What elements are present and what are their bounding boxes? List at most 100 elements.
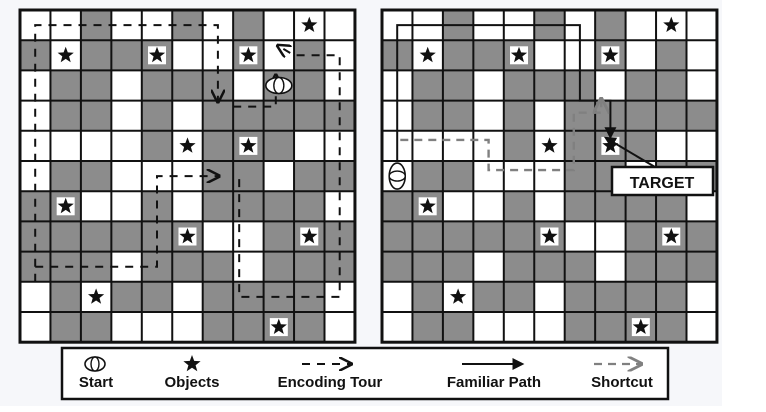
target-callout: TARGET: [603, 136, 715, 197]
target-pointer: [603, 136, 656, 168]
grey-cell: [412, 251, 443, 282]
grey-cell: [503, 191, 535, 222]
grey-cell: [294, 251, 325, 282]
grey-cell: [294, 312, 325, 343]
grey-cell: [564, 130, 596, 161]
grey-cell: [382, 251, 413, 282]
grey-cell: [564, 100, 596, 131]
grey-cell: [294, 100, 325, 131]
legend-start-label: Start: [79, 374, 113, 391]
grey-cell: [534, 251, 565, 282]
familiar-path: [396, 24, 617, 161]
grey-cell: [202, 130, 234, 161]
object-star-icon: [450, 288, 467, 304]
encoding-tour-segment: [34, 24, 218, 282]
legend-familiar-path: Familiar Path: [447, 358, 541, 391]
legend-shortcut-label: Shortcut: [591, 374, 653, 391]
grey-cell: [412, 100, 443, 131]
objects: [418, 16, 681, 337]
object-star-icon: [541, 228, 558, 244]
start-icon: [265, 76, 293, 95]
grey-cell: [595, 281, 626, 312]
grey-cell: [80, 221, 112, 252]
grey-cell: [442, 100, 474, 131]
grey-cell: [141, 70, 173, 101]
grey-cell: [111, 221, 142, 252]
object-star-icon: [57, 197, 74, 214]
grey-cell: [412, 70, 443, 101]
grey-cell: [263, 100, 295, 131]
grey-cell: [202, 191, 234, 222]
encoding-map: [18, 8, 357, 344]
grey-cell: [412, 312, 443, 343]
grey-cell: [686, 100, 717, 131]
legend-objects-label: Objects: [164, 374, 219, 391]
object-star-icon: [632, 318, 649, 334]
grey-cell: [50, 100, 81, 131]
grey-cell: [686, 221, 717, 252]
grey-cell: [50, 161, 81, 192]
grey-cell: [564, 281, 596, 312]
grey-cell: [656, 70, 687, 101]
grey-cell: [595, 10, 626, 41]
object-star-icon: [88, 288, 105, 304]
grey-cell: [80, 312, 112, 343]
map-border: [18, 8, 357, 344]
start-icon: [84, 356, 106, 372]
legend-encoding-tour-label: Encoding Tour: [278, 374, 383, 391]
grey-cell: [656, 312, 687, 343]
object-star-icon: [510, 46, 528, 63]
object-star-icon: [179, 228, 196, 244]
grey-cell: [382, 191, 413, 222]
grey-cell: [412, 161, 443, 192]
grey-cell: [564, 251, 596, 282]
map-border: [380, 8, 719, 344]
grey-cell: [442, 221, 474, 252]
legend-shortcut: Shortcut: [591, 364, 653, 391]
grey-cell: [473, 281, 504, 312]
grey-cell: [473, 40, 504, 71]
grey-cell: [50, 70, 81, 101]
object-star-icon: [57, 46, 74, 63]
grey-cell: [141, 100, 173, 131]
test-map: [380, 8, 719, 344]
grey-cell: [412, 281, 443, 312]
grey-cell: [111, 40, 142, 71]
grey-cell: [382, 221, 413, 252]
object-star-icon: [301, 16, 318, 32]
grey-cell: [202, 281, 234, 312]
object-star-icon: [148, 46, 166, 63]
object-star-icon: [419, 46, 436, 63]
start-icon: [388, 162, 407, 190]
object-star-icon: [663, 16, 680, 32]
grey-cell: [473, 221, 504, 252]
legend-encoding-tour: Encoding Tour: [278, 364, 383, 391]
grey-cell: [233, 10, 264, 41]
grey-cell: [442, 312, 474, 343]
grey-cell: [595, 312, 626, 343]
grey-cell: [503, 281, 535, 312]
grey-cell: [503, 70, 535, 101]
grey-cell: [294, 70, 325, 101]
grey-cell: [625, 70, 657, 101]
grey-cell: [503, 100, 535, 131]
grey-cell: [80, 40, 112, 71]
grey-cell: [80, 100, 112, 131]
object-star-icon: [301, 228, 318, 244]
grey-cell: [111, 281, 142, 312]
grey-cell: [233, 161, 264, 192]
grey-cell: [80, 70, 112, 101]
grey-cells: [382, 10, 717, 343]
grey-cell: [442, 40, 474, 71]
grey-cell: [564, 161, 596, 192]
grey-cell: [656, 100, 687, 131]
star-icon: [183, 355, 201, 372]
grey-cell: [233, 100, 264, 131]
grey-cell: [412, 221, 443, 252]
grey-cell: [625, 281, 657, 312]
object-star-icon: [179, 137, 196, 153]
legend-objects: Objects: [164, 355, 220, 391]
encoding-tour-segment: [35, 176, 218, 268]
grey-cell: [564, 191, 596, 222]
